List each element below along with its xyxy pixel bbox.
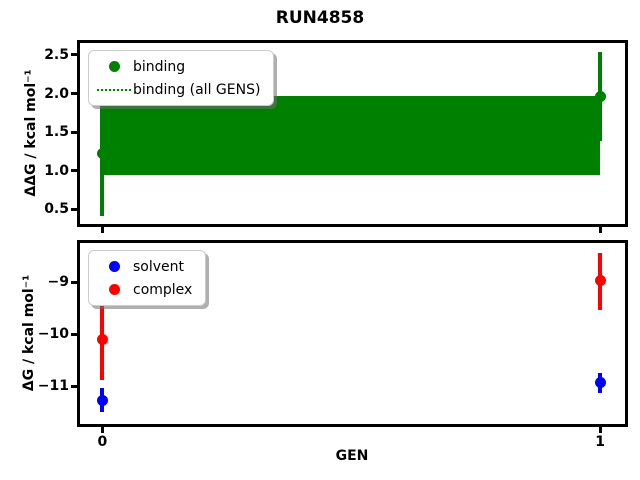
all-gens-uncertainty-band xyxy=(102,95,601,175)
y-tick-label: −11 xyxy=(37,378,69,395)
complex-data-point xyxy=(96,333,108,345)
legend-item-binding-all-gens: binding (all GENS) xyxy=(95,78,260,101)
y-tick-mark xyxy=(71,169,80,173)
solvent-marker-icon xyxy=(95,261,133,272)
binding-marker-icon xyxy=(95,61,133,72)
x-tick-mark xyxy=(598,224,602,233)
legend-label: complex xyxy=(133,281,193,298)
x-tick-mark xyxy=(598,424,602,433)
bottom-y-axis-label: ΔG / kcal mol⁻¹ xyxy=(21,274,37,392)
y-tick-mark xyxy=(71,384,80,388)
dotted-line-icon xyxy=(95,88,133,91)
top-y-axis-label: ΔΔG / kcal mol⁻¹ xyxy=(23,69,39,197)
bottom-legend: solvent complex xyxy=(88,250,207,306)
y-tick-mark xyxy=(71,332,80,336)
bottom-axes: solvent complex −9 −10 −11 0 1 xyxy=(38,240,628,450)
complex-marker-icon xyxy=(95,284,133,295)
y-tick-label: −10 xyxy=(37,326,69,343)
x-tick-mark xyxy=(100,424,104,433)
figure-title: RUN4858 xyxy=(275,8,365,28)
x-tick-label: 1 xyxy=(595,434,605,450)
top-axes: binding binding (all GENS) 0.5 1.0 1.5 2.0 2… xyxy=(44,40,628,233)
y-tick-mark xyxy=(71,130,80,134)
y-tick-label: −9 xyxy=(47,274,69,291)
legend-label: binding (all GENS) xyxy=(133,81,261,98)
y-tick-label: 2.0 xyxy=(44,85,69,102)
complex-data-point xyxy=(594,275,606,287)
legend-item-binding: binding xyxy=(95,55,260,78)
y-tick-label: 1.5 xyxy=(44,124,69,141)
legend-label: binding xyxy=(133,58,186,75)
y-tick-label: 2.5 xyxy=(44,46,69,63)
top-legend: binding binding (all GENS) xyxy=(88,50,275,106)
x-tick-label: 0 xyxy=(97,434,108,450)
legend-item-complex: complex xyxy=(95,278,192,301)
x-axis-label: GEN xyxy=(335,448,369,464)
y-tick-label: 0.5 xyxy=(44,201,69,218)
y-tick-mark xyxy=(71,92,80,96)
legend-label: solvent xyxy=(133,258,185,275)
x-tick-mark xyxy=(100,224,104,233)
y-tick-mark xyxy=(71,53,80,57)
legend-item-solvent: solvent xyxy=(95,255,192,278)
binding-data-point xyxy=(594,91,606,103)
y-tick-mark xyxy=(71,207,80,211)
y-tick-label: 1.0 xyxy=(44,162,69,179)
solvent-data-point xyxy=(594,377,606,388)
solvent-data-point xyxy=(96,394,108,406)
y-tick-mark xyxy=(71,280,80,284)
